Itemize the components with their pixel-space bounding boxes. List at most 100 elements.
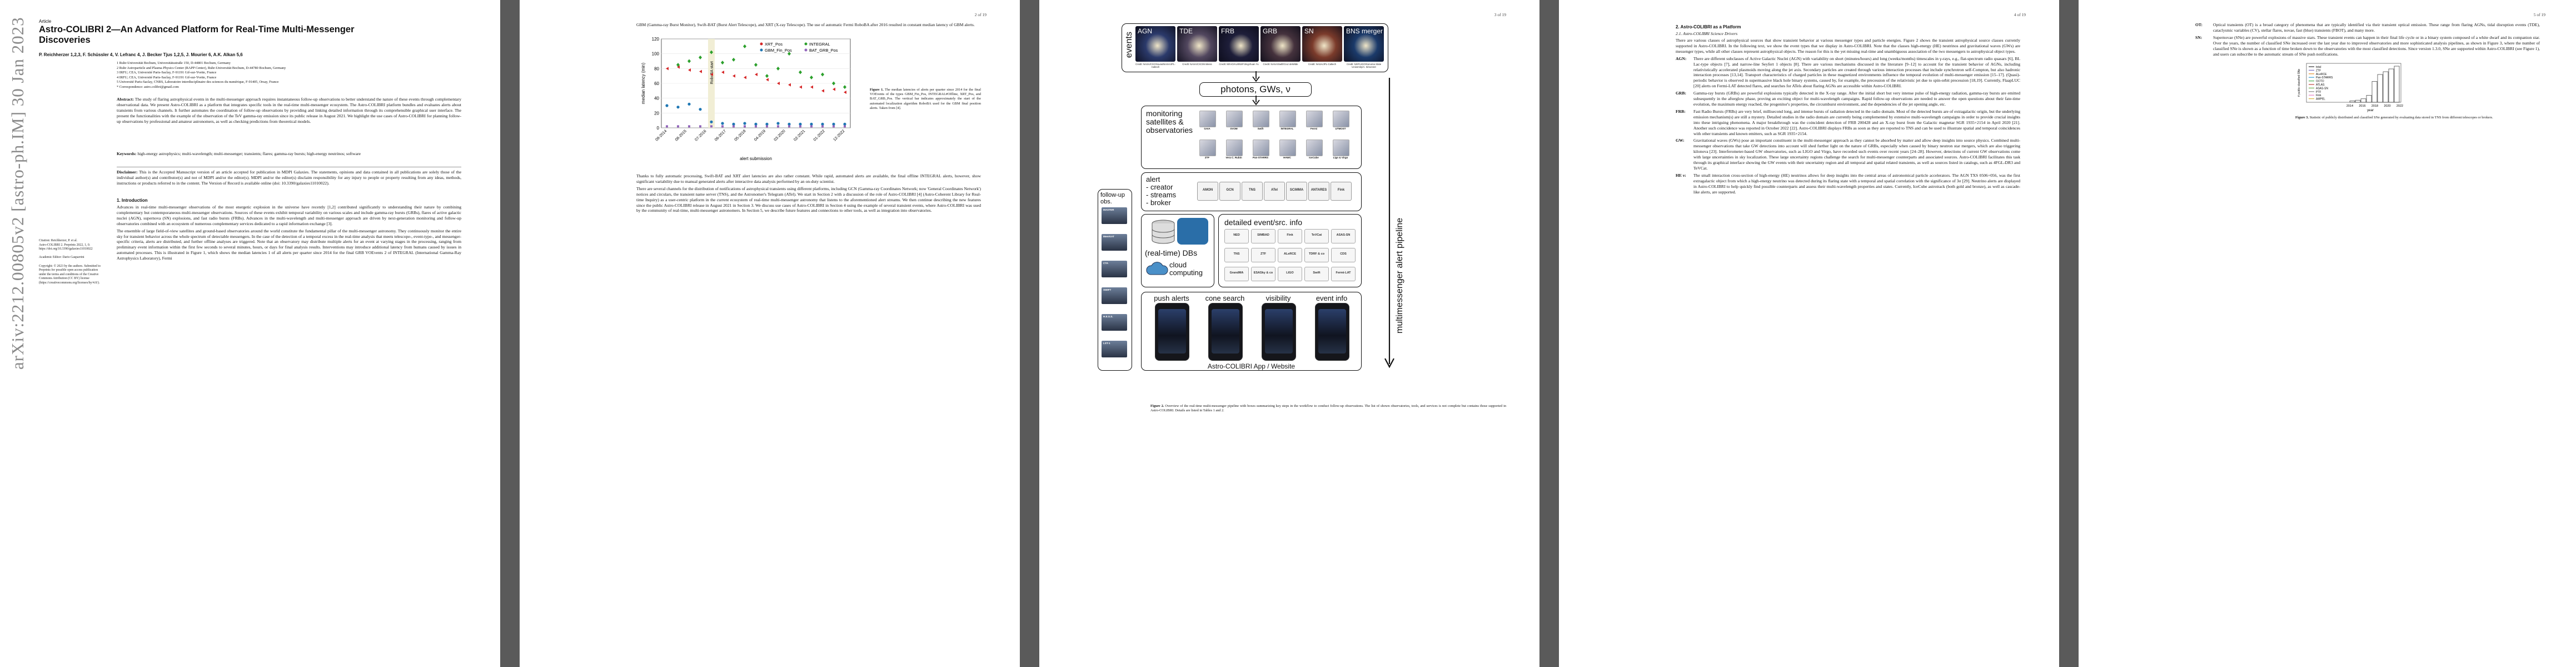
keywords: Keywords: high-energy astrophysics; mult… <box>117 151 461 158</box>
monitoring-box: monitoring satellites & observatories GA… <box>1141 106 1362 169</box>
followup-telescope: SWIFT <box>1102 287 1127 304</box>
legend-label: ZTF <box>2316 69 2321 72</box>
info-source-logo: ESASky & co <box>1251 267 1275 281</box>
followup-label: SWIFT <box>1103 288 1112 291</box>
term-text: Fast Radio Bursts (FRBs) are very brief,… <box>1693 108 2020 136</box>
observatory-icon <box>1199 140 1216 156</box>
x-tick-label: 06-2017 <box>714 129 727 142</box>
data-point <box>821 122 824 126</box>
data-point <box>699 69 702 73</box>
info-source-logo: LIGO <box>1278 267 1302 281</box>
legend-label: Pan-STARRS <box>2316 76 2333 79</box>
info-source-label: Fink <box>1287 233 1293 237</box>
messengers-box: photons, GWs, ν <box>1199 82 1312 97</box>
observatory-icon <box>1253 140 1269 156</box>
event-credit: Credit: NASA/JPL-Caltech <box>1308 63 1337 66</box>
page-4: 4 of 19 2. Astro-COLIBRI as a Platform 2… <box>1559 0 2059 667</box>
broker-logo: ANTARES <box>1308 182 1329 201</box>
data-point <box>688 68 691 72</box>
data-point <box>765 74 769 78</box>
bar <box>2388 68 2394 103</box>
data-point <box>699 108 702 111</box>
data-point <box>754 63 758 67</box>
data-point <box>777 82 780 85</box>
app-screenshot <box>1208 303 1243 361</box>
sidebar-line: Copyright: © 2023 by the authors. Submit… <box>39 264 101 285</box>
broker-logo: Fink <box>1331 182 1352 201</box>
info-source-label: ASAS-SN <box>1336 233 1351 237</box>
info-source-logo: NED <box>1224 229 1249 243</box>
x-tick-label: 04-2019 <box>754 129 766 142</box>
event-credit: Credit: NASA/CXC/M.Weiss <box>1182 63 1212 66</box>
database-icon <box>1152 220 1175 244</box>
data-point <box>710 73 713 76</box>
data-point <box>810 85 813 89</box>
event-tile: BNS merger <box>1344 26 1384 62</box>
data-point <box>743 44 746 48</box>
data-point <box>677 65 680 69</box>
disclaimer-text: This is the Accepted Manuscript version … <box>117 170 461 186</box>
x-tick-label: 08-2015 <box>675 129 687 142</box>
broker-label: AMON <box>1202 188 1213 192</box>
observatory-label: UTMOST <box>1335 127 1346 130</box>
caption-text: Overview of the real-time multi-messenge… <box>1150 404 1506 413</box>
followup-label: follow-up obs. <box>1100 192 1125 205</box>
figure-1-caption: Figure 1. The median latencies of alerts… <box>870 88 981 111</box>
info-source-label: CDS <box>1340 252 1347 256</box>
legend-label: PTF <box>2316 91 2321 94</box>
cloud-label: cloud computing <box>1169 261 1203 277</box>
info-source-label: ALeRCE <box>1283 252 1296 256</box>
legend-label: XRT_Pos <box>765 42 783 47</box>
info-source-label: GrandMA <box>1229 271 1244 275</box>
data-point <box>810 122 813 126</box>
y-axis-label: # public classified SNe <box>2298 69 2301 97</box>
arxiv-identifier: arXiv:2212.00805v2 [astro-ph.IM] 30 Jan … <box>8 17 27 370</box>
caption-label: Figure 1. <box>870 88 884 92</box>
disclaimer-label: Disclaimer: <box>117 170 138 175</box>
arrow-down-icon <box>1252 71 1260 82</box>
data-point <box>799 122 802 126</box>
abstract: Abstract: The study of flaring astrophys… <box>117 97 461 126</box>
event-tile: TDE <box>1177 26 1217 62</box>
observatory-label: Pan-STARRS <box>1253 156 1268 159</box>
observatory-label: Fermi <box>1310 127 1318 130</box>
legend-label: Fink <box>2316 94 2321 97</box>
data-point <box>688 125 690 128</box>
page-number: 5 of 19 <box>2533 12 2545 17</box>
section-introduction: 1. Introduction Advances in real-time mu… <box>117 196 461 263</box>
paragraph: There are various classes of astrophysic… <box>1676 38 2020 54</box>
app-panel-title: push alerts <box>1154 294 1189 302</box>
observatory-icon <box>1226 140 1243 156</box>
caption-text: The median latencies of alerts per quart… <box>870 88 981 110</box>
sidebar-line: Academic Editor: Dario Gasparrini <box>39 256 84 260</box>
sidebar-line: Citation: Reichherzer, P. et al. <box>39 239 78 242</box>
observatory-icon <box>1226 111 1243 127</box>
y-tick-label: 40 <box>654 96 659 101</box>
legend-label: ALeRCE <box>2316 73 2327 76</box>
event-credit: Credit: NSF/LIGO/Sonoma State University… <box>1346 63 1382 68</box>
event-credit: Credit: NASA/CXC/Suvas/NASA/JPL-Caltech <box>1135 63 1175 68</box>
figure-2-caption: Figure 2. Overview of the real-time mult… <box>1150 404 1506 413</box>
data-point <box>810 75 813 79</box>
affiliation-line: 1 Ruhr-Universität Bochum, Universitätss… <box>117 61 231 65</box>
observatory-icon <box>1306 111 1323 127</box>
y-tick-label: 0 <box>657 126 660 131</box>
x-tick-label: 02-2021 <box>793 129 806 142</box>
app-screen-content <box>1158 309 1186 354</box>
data-point <box>788 52 791 56</box>
x-tick-label: 01-2022 <box>813 129 826 142</box>
info-source-label: LIGO <box>1286 271 1294 275</box>
observatory-label: Ligo & Virgo <box>1333 156 1348 159</box>
y-tick-label: 60 <box>654 81 659 86</box>
x-tick-label: 2016 <box>2359 104 2365 108</box>
sidebar-line <box>39 260 106 265</box>
pipeline-arrow-icon <box>1384 78 1394 369</box>
bar <box>2355 99 2361 103</box>
x-tick-label: 09-2014 <box>655 129 667 142</box>
observatory-label: Vera C. Rubin <box>1225 156 1242 159</box>
data-point <box>721 122 724 125</box>
section-heading: 1. Introduction <box>117 198 148 203</box>
figure-3-caption: Figure 3. Statistic of publicly distribu… <box>2295 116 2540 120</box>
broker-label: TNS <box>1249 188 1255 192</box>
